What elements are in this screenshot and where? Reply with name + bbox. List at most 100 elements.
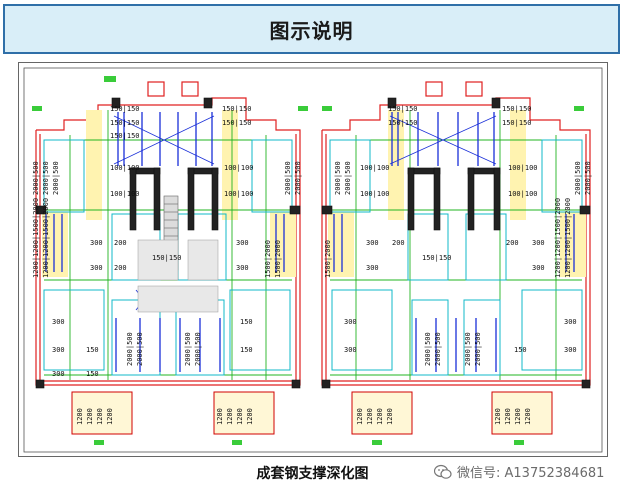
dim-label: 150|150 xyxy=(222,119,252,127)
watermark-text: 微信号: A13752384681 xyxy=(457,466,605,481)
dim-label: 100|100 xyxy=(508,190,538,198)
dim-label: 2000|500 xyxy=(294,161,302,195)
dim-label: 2000|500 xyxy=(184,332,192,366)
dim-label: 1200 xyxy=(226,408,234,425)
dim-label: 150 xyxy=(240,318,253,326)
dim-label: 300 xyxy=(90,264,103,272)
dim-label: 2000|500 xyxy=(574,161,582,195)
dim-label: 2000|500 xyxy=(126,332,134,366)
dim-label: 100|100 xyxy=(360,164,390,172)
dim-label: 1200 xyxy=(514,408,522,425)
dim-label: 2000|500 xyxy=(42,161,50,195)
dim-label: 1200 xyxy=(106,408,114,425)
dim-label: 1500|2000 xyxy=(274,240,282,278)
dim-label: 1200 xyxy=(356,408,364,425)
dim-label: 1200 xyxy=(86,408,94,425)
dim-label: 200 xyxy=(114,264,127,272)
title-bar: 图示说明 xyxy=(3,4,620,54)
dim-label: 1200 xyxy=(366,408,374,425)
dim-label: 300 xyxy=(90,239,103,247)
dim-label: 1500|2000 xyxy=(324,240,332,278)
dim-label: 150|150 xyxy=(502,105,532,113)
wechat-icon xyxy=(434,464,452,479)
dim-label: 100|100 xyxy=(110,164,140,172)
bay-windows xyxy=(71,391,553,435)
dim-label: 1200 xyxy=(96,408,104,425)
dim-label: 150|150 xyxy=(110,105,140,113)
dim-label: 1200 xyxy=(524,408,532,425)
dim-label: 150|150 xyxy=(152,254,182,262)
dim-label: 150|150 xyxy=(110,119,140,127)
inner-border xyxy=(23,67,603,453)
dim-label: 2000|500 xyxy=(584,161,592,195)
dim-label: 300 xyxy=(564,318,577,326)
dim-label: 100|100 xyxy=(508,164,538,172)
dim-label: 200 xyxy=(392,239,405,247)
dim-label: 1200|1200|1500|2000 xyxy=(32,198,40,278)
dim-label: 1200|1200|1500|2000 xyxy=(554,198,562,278)
dim-label: 150 xyxy=(86,346,99,354)
dim-label: 1200 xyxy=(76,408,84,425)
dim-label: 300 xyxy=(532,239,545,247)
dim-label: 2000|500 xyxy=(464,332,472,366)
hatched-zones xyxy=(137,239,219,313)
dim-label: 150|150 xyxy=(502,119,532,127)
dim-label: 300 xyxy=(366,264,379,272)
dim-label: 1200 xyxy=(246,408,254,425)
core-walls xyxy=(35,97,591,389)
dim-label: 2000|500 xyxy=(284,161,292,195)
watermark: 微信号: A13752384681 xyxy=(434,462,604,481)
dim-label: 300 xyxy=(236,264,249,272)
dim-label: 300 xyxy=(52,370,65,378)
dim-label: 1500|2000 xyxy=(264,240,272,278)
cyan-walls xyxy=(43,139,583,376)
dim-label: 2000|500 xyxy=(194,332,202,366)
figure-caption: 成套钢支撑深化图 xyxy=(256,466,369,482)
dim-label: 150|150 xyxy=(422,254,452,262)
dim-label: 200 xyxy=(506,239,519,247)
page-title: 图示说明 xyxy=(269,18,354,43)
dim-label: 100|100 xyxy=(360,190,390,198)
drawing-frame xyxy=(18,62,608,457)
dim-label: 1200 xyxy=(376,408,384,425)
dim-label: 2000|500 xyxy=(474,332,482,366)
dim-label: 300 xyxy=(52,318,65,326)
dim-label: 100|100 xyxy=(110,190,140,198)
green-supports xyxy=(44,110,582,380)
dim-label: 150|150 xyxy=(110,132,140,140)
dim-label: 2000|500 xyxy=(32,161,40,195)
dim-label: 300 xyxy=(532,264,545,272)
dim-label: 1200 xyxy=(216,408,224,425)
dim-label: 2000|500 xyxy=(334,161,342,195)
dim-label: 300 xyxy=(564,346,577,354)
dim-label: 2000|500 xyxy=(52,161,60,195)
dim-label: 300 xyxy=(236,239,249,247)
dim-label: 300 xyxy=(344,318,357,326)
dim-label: 1200 xyxy=(504,408,512,425)
dim-label: 2000|500 xyxy=(136,332,144,366)
dim-label: 300 xyxy=(52,346,65,354)
dim-label: 2000|500 xyxy=(424,332,432,366)
dim-label: 1200|1200|1500|2000 xyxy=(42,198,50,278)
dim-label: 300 xyxy=(344,346,357,354)
dim-label: 100|100 xyxy=(224,190,254,198)
blue-steel-members xyxy=(45,112,575,372)
dim-label: 1200|1200|1500|2000 xyxy=(564,198,572,278)
dim-label: 150 xyxy=(86,370,99,378)
dim-label: 2000|500 xyxy=(434,332,442,366)
dim-label: 150 xyxy=(240,346,253,354)
outer-walls xyxy=(35,81,591,386)
tag-markers xyxy=(32,76,584,445)
dim-label: 2000|500 xyxy=(344,161,352,195)
dim-label: 150 xyxy=(514,346,527,354)
dim-label: 300 xyxy=(366,239,379,247)
dimension-labels: 150|150 150|150 150|150 150|150 150|150 … xyxy=(52,105,577,378)
dim-label: 1200 xyxy=(386,408,394,425)
dim-label: 100|100 xyxy=(224,164,254,172)
dim-label: 150|150 xyxy=(388,119,418,127)
dim-label: 150|150 xyxy=(388,105,418,113)
dim-label: 150|150 xyxy=(222,105,252,113)
dim-label: 1200 xyxy=(236,408,244,425)
